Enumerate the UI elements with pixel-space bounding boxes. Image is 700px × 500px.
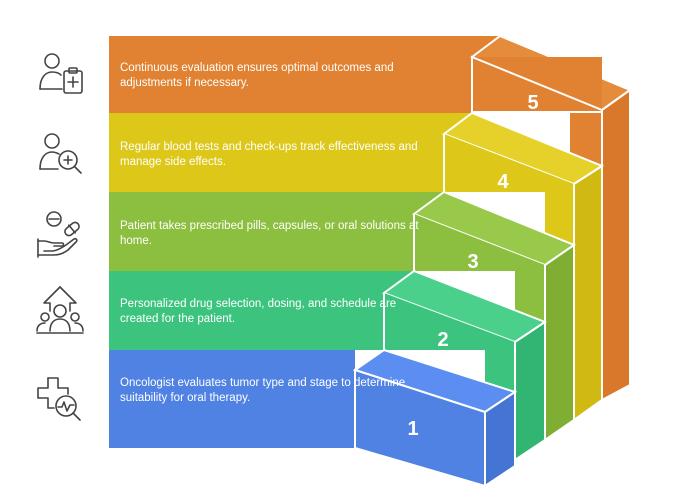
medical-cross-magnifier-icon bbox=[30, 370, 90, 430]
person-clipboard-icon bbox=[30, 45, 90, 105]
step-2-band bbox=[109, 269, 548, 480]
step-3-band bbox=[109, 190, 577, 460]
step-5-text: Continuous evaluation ensures optimal ou… bbox=[120, 62, 394, 89]
step-number-1: 1 bbox=[407, 418, 419, 440]
step-number-3: 3 bbox=[467, 251, 479, 273]
step-3-text: Patient takes prescribed pills, capsules… bbox=[120, 220, 419, 247]
step-4-text: Regular blood tests and check-ups track … bbox=[120, 141, 418, 168]
person-magnifier-icon bbox=[30, 125, 90, 185]
step-number-2: 2 bbox=[437, 329, 449, 351]
step-2-text: Personalized drug selection, dosing, and… bbox=[120, 298, 397, 325]
step-number-4: 4 bbox=[497, 171, 509, 193]
step-4-band bbox=[109, 111, 605, 440]
step-number-5: 5 bbox=[527, 92, 539, 114]
step-1-band bbox=[109, 348, 518, 488]
person-group-up-arrow-icon bbox=[30, 283, 90, 343]
step-1-text: Oncologist evaluates tumor type and stag… bbox=[120, 377, 406, 404]
hand-pills-icon bbox=[30, 205, 90, 265]
